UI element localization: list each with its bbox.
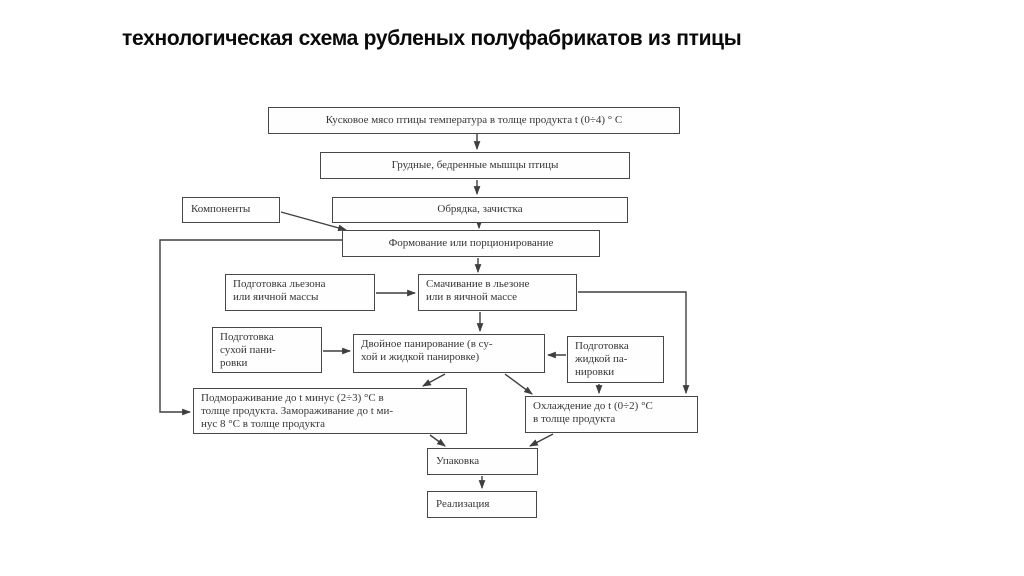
node-label: Смачивание в льезоне или в яичной массе — [426, 278, 530, 304]
flowchart-node-cooling: Охлаждение до t (0÷2) °С в толще продукт… — [525, 396, 698, 433]
flowchart-node-liquid-breading-prep: Подготовка жидкой па- нировки — [567, 336, 664, 383]
flowchart-node-dry-breading-prep: Подготовка сухой пани- ровки — [212, 327, 322, 373]
node-label: Подготовка жидкой па- нировки — [575, 340, 629, 379]
flowchart-node-raw-meat: Кусковое мясо птицы температура в толще … — [268, 107, 680, 134]
flowchart-node-forming: Формование или порционирование — [342, 230, 600, 257]
node-label: Подмораживание до t минус (2÷3) °С в тол… — [201, 392, 394, 431]
flowchart-node-sale: Реализация — [427, 491, 537, 518]
flowchart-node-double-breading: Двойное панирование (в су- хой и жидкой … — [353, 334, 545, 373]
flowchart-node-components: Компоненты — [182, 197, 280, 223]
node-label: Подготовка льезона или яичной массы — [233, 278, 326, 304]
node-label: Обрядка, зачистка — [437, 203, 523, 216]
node-label: Формование или порционирование — [388, 236, 554, 249]
node-label: Грудные, бедренные мышцы птицы — [391, 158, 559, 171]
node-label: Подготовка сухой пани- ровки — [220, 331, 276, 370]
flowchart-node-packing: Упаковка — [427, 448, 538, 475]
node-label: Упаковка — [436, 454, 480, 467]
flowchart-node-muscles: Грудные, бедренные мышцы птицы — [320, 152, 630, 179]
flowchart-node-trimming: Обрядка, зачистка — [332, 197, 628, 223]
node-label: Двойное панирование (в су- хой и жидкой … — [361, 338, 493, 364]
node-label: Компоненты — [191, 203, 251, 216]
node-label: Кусковое мясо птицы температура в толще … — [325, 113, 623, 126]
flowchart-node-wetting: Смачивание в льезоне или в яичной массе — [418, 274, 577, 311]
node-label: Реализация — [436, 497, 490, 510]
node-label: Охлаждение до t (0÷2) °С в толще продукт… — [533, 400, 653, 426]
flowchart-node-freezing: Подмораживание до t минус (2÷3) °С в тол… — [193, 388, 467, 434]
page-title: технологическая схема рубленых полуфабри… — [122, 27, 742, 50]
flowchart-node-lezon-prep: Подготовка льезона или яичной массы — [225, 274, 375, 311]
